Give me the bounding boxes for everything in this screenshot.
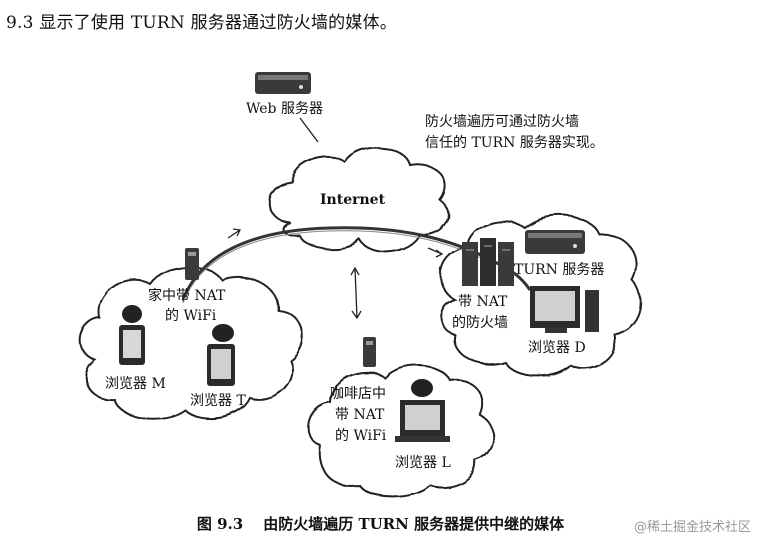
browser-t-label: 浏览器 T xyxy=(190,393,246,409)
caption-text: 由防火墙遍历 TURN 服务器提供中继的媒体 xyxy=(263,515,565,533)
cafe-label-2: 带 NAT xyxy=(335,407,385,423)
home-cloud xyxy=(79,266,304,420)
watermark: @稀土掘金技术社区 xyxy=(633,520,751,535)
turn-server-icon xyxy=(525,230,585,254)
arrow-internet-cafe xyxy=(350,266,362,320)
browser-l-user-icon xyxy=(395,379,450,442)
browser-m-label: 浏览器 M xyxy=(105,376,166,392)
firewall-label-2: 的防火墙 xyxy=(452,315,508,331)
firewall-racks-icon xyxy=(462,238,514,286)
cafe-label-3: 的 WiFi xyxy=(335,428,387,444)
browser-l-label: 浏览器 L xyxy=(395,455,451,471)
network-diagram: Web 服务器 Internet 防火墙遍历可通过防火墙 信任的 TURN 服务… xyxy=(79,72,642,498)
intro-text: 9.3 显示了使用 TURN 服务器通过防火墙的媒体。 xyxy=(6,13,397,33)
arrow-internet-firewall xyxy=(427,247,444,258)
browser-d-desktop-icon xyxy=(530,286,599,333)
annotation-line-1: 防火墙遍历可通过防火墙 xyxy=(425,114,579,130)
web-server-icon xyxy=(255,72,311,94)
cafe-label-1: 咖啡店中 xyxy=(330,386,386,402)
internet-label: Internet xyxy=(320,192,386,208)
caption-number: 图 9.3 xyxy=(196,515,244,533)
turn-server-label: TURN 服务器 xyxy=(514,262,604,278)
firewall-label-1: 带 NAT xyxy=(458,294,508,310)
home-router-icon xyxy=(185,248,199,280)
annotation-line-2: 信任的 TURN 服务器实现。 xyxy=(425,135,604,151)
home-nat-label-2: 的 WiFi xyxy=(165,308,217,324)
cafe-router-icon xyxy=(363,337,376,367)
browser-d-label: 浏览器 D xyxy=(528,340,586,356)
browser-m-user-icon xyxy=(119,305,145,365)
arrow-home-internet xyxy=(227,228,241,239)
home-nat-label-1: 家中带 NAT xyxy=(148,287,226,304)
web-server-label: Web 服务器 xyxy=(246,101,323,117)
browser-t-user-icon xyxy=(207,324,235,386)
internet-cloud xyxy=(268,146,450,253)
figure-caption: 图 9.3 由防火墙遍历 TURN 服务器提供中继的媒体 xyxy=(0,513,761,534)
